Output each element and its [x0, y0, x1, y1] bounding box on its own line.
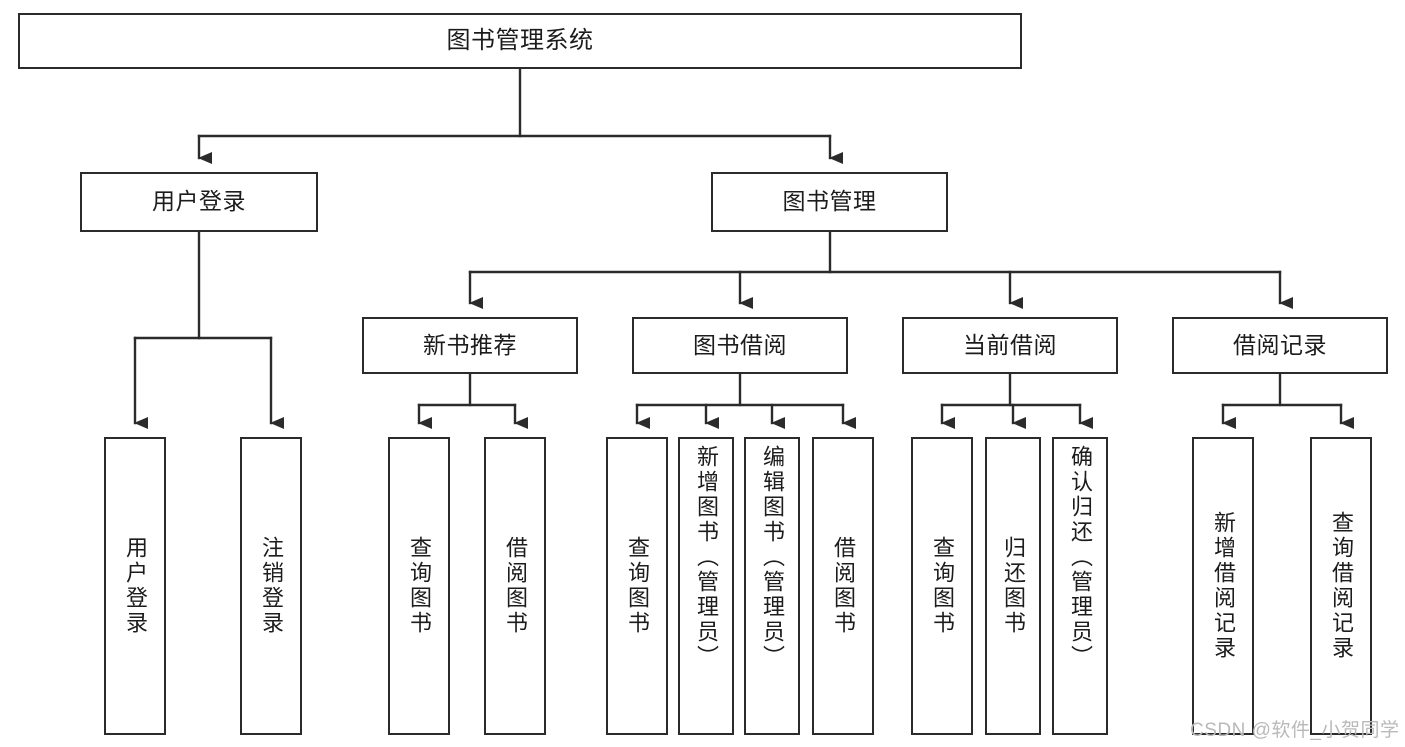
node-leaf-edit-book[interactable]: 编辑图书（管理员） [744, 437, 800, 735]
node-user-login-label: 用户登录 [152, 188, 246, 215]
node-current-borrow-label: 当前借阅 [963, 331, 1057, 358]
node-leaf-add-record-label: 新增借阅记录 [1211, 511, 1236, 661]
node-leaf-confirm-return-label: 确认归还（管理员） [1068, 445, 1093, 670]
node-leaf-return-book-label: 归还图书 [1001, 536, 1026, 636]
node-book-manage[interactable]: 图书管理 [711, 172, 948, 232]
node-leaf-confirm-return[interactable]: 确认归还（管理员） [1052, 437, 1108, 735]
node-leaf-borrow-book-2[interactable]: 借阅图书 [812, 437, 874, 735]
node-leaf-logout[interactable]: 注销登录 [240, 437, 302, 735]
node-leaf-add-record[interactable]: 新增借阅记录 [1192, 437, 1254, 735]
node-leaf-return-book[interactable]: 归还图书 [985, 437, 1041, 735]
node-book-manage-label: 图书管理 [782, 188, 877, 215]
node-leaf-query-record-label: 查询借阅记录 [1329, 511, 1354, 661]
node-user-login[interactable]: 用户登录 [80, 172, 318, 232]
node-leaf-edit-book-label: 编辑图书（管理员） [760, 445, 785, 670]
node-book-borrow-label: 图书借阅 [693, 331, 787, 358]
node-borrow-record[interactable]: 借阅记录 [1172, 317, 1388, 374]
node-leaf-query-book-1-label: 查询图书 [407, 536, 432, 636]
node-leaf-add-book[interactable]: 新增图书（管理员） [678, 437, 734, 735]
node-leaf-borrow-book-1-label: 借阅图书 [503, 536, 528, 636]
node-book-borrow[interactable]: 图书借阅 [632, 317, 848, 374]
node-leaf-query-book-3-label: 查询图书 [930, 536, 955, 636]
node-root[interactable]: 图书管理系统 [18, 13, 1022, 69]
node-leaf-query-book-1[interactable]: 查询图书 [388, 437, 450, 735]
node-new-book-rec[interactable]: 新书推荐 [362, 317, 578, 374]
node-leaf-borrow-book-1[interactable]: 借阅图书 [484, 437, 546, 735]
node-leaf-user-login[interactable]: 用户登录 [104, 437, 166, 735]
node-leaf-query-record[interactable]: 查询借阅记录 [1310, 437, 1372, 735]
watermark-text: CSDN @软件_小贺同学 [1190, 720, 1400, 741]
node-leaf-query-book-2[interactable]: 查询图书 [606, 437, 668, 735]
node-leaf-borrow-book-2-label: 借阅图书 [831, 536, 856, 636]
node-leaf-query-book-2-label: 查询图书 [625, 536, 650, 636]
node-leaf-user-login-label: 用户登录 [123, 536, 148, 636]
node-leaf-add-book-label: 新增图书（管理员） [694, 445, 719, 670]
node-leaf-logout-label: 注销登录 [259, 536, 284, 636]
node-current-borrow[interactable]: 当前借阅 [902, 317, 1118, 374]
node-root-label: 图书管理系统 [446, 26, 594, 54]
node-borrow-record-label: 借阅记录 [1233, 331, 1327, 358]
node-new-book-rec-label: 新书推荐 [423, 331, 517, 358]
node-leaf-query-book-3[interactable]: 查询图书 [911, 437, 973, 735]
